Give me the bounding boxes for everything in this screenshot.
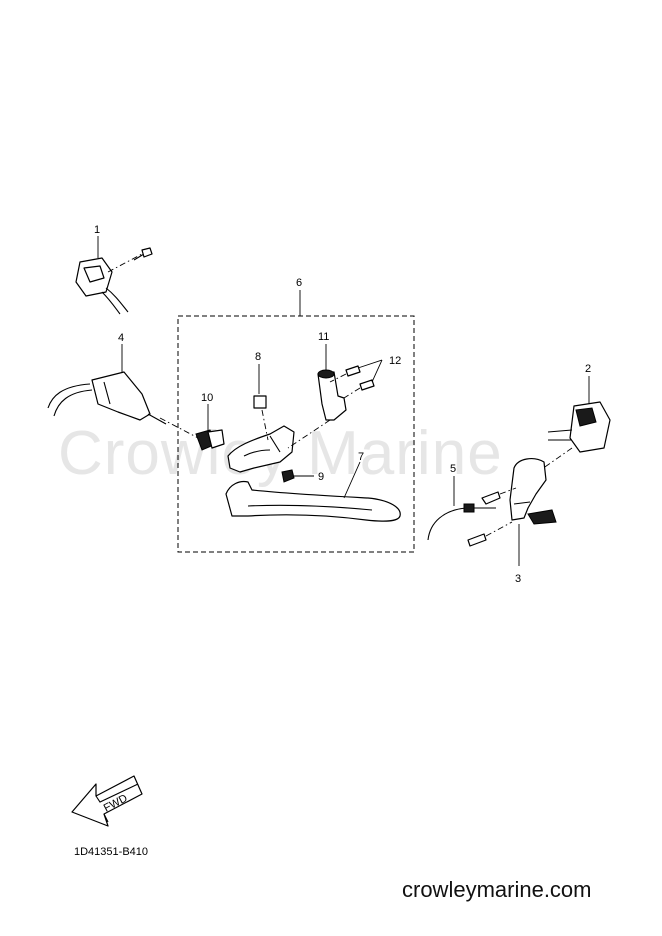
callout-3: 3 (515, 573, 521, 585)
callout-6: 6 (296, 277, 302, 289)
part-1-screw[interactable] (133, 247, 153, 261)
part-9-nut[interactable] (281, 469, 295, 483)
part-11-holder[interactable] (287, 369, 347, 449)
diagram-code: 1D41351-B410 (74, 846, 149, 858)
part-7-lever[interactable] (225, 480, 401, 522)
callout-2: 2 (585, 363, 591, 375)
leader-lines (97, 236, 590, 566)
callout-8: 8 (255, 351, 261, 363)
callout-10: 10 (201, 392, 213, 404)
site-url-link[interactable]: crowleymarine.com (402, 877, 592, 902)
callout-1: 1 (94, 224, 100, 236)
callout-7: 7 (358, 451, 364, 463)
part-4-dashline (159, 417, 203, 441)
part-1-switch[interactable] (75, 257, 129, 315)
fwd-arrow-icon: FWD (71, 775, 143, 827)
assembly-6-frame (177, 315, 415, 553)
callout-5: 5 (450, 463, 456, 475)
part-6-bracket[interactable] (227, 425, 295, 473)
part-4-cable-boot[interactable] (47, 371, 167, 425)
callout-4: 4 (118, 332, 124, 344)
part-5-cable[interactable] (427, 503, 496, 541)
callout-11: 11 (318, 331, 329, 343)
part-3-screws[interactable] (467, 487, 517, 547)
part-8-pivot-bolt[interactable] (253, 364, 269, 441)
part-12-screws[interactable] (329, 365, 375, 399)
part-3-lower-housing[interactable] (509, 458, 557, 525)
callout-9: 9 (318, 471, 324, 483)
callout-12: 12 (389, 355, 401, 367)
part-1-dashline (107, 253, 143, 273)
part-2-housing[interactable] (547, 401, 611, 453)
part-10-adjuster[interactable] (195, 429, 225, 451)
